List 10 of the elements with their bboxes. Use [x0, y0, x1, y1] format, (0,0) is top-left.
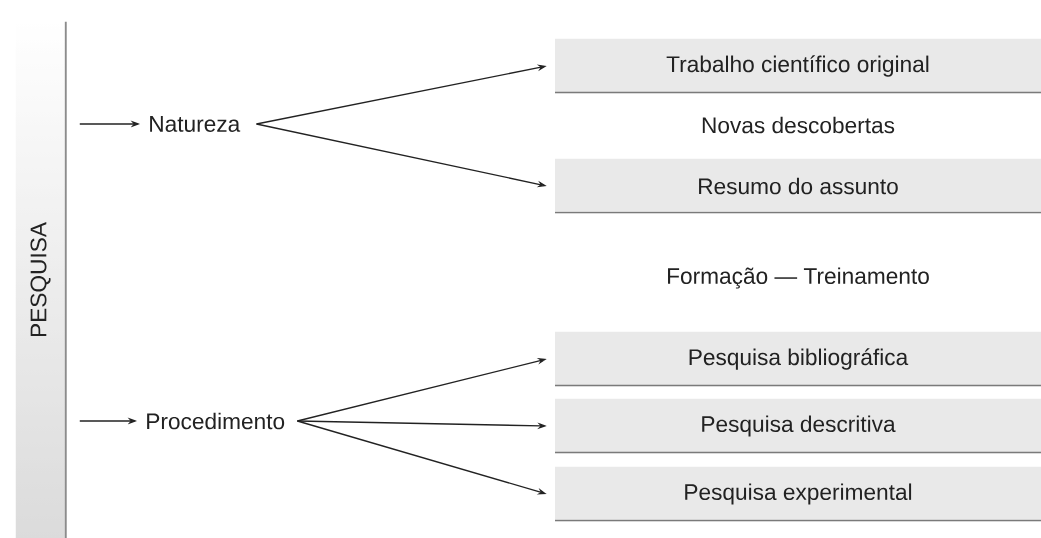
- text-label: Formação — Treinamento: [668, 267, 929, 289]
- category-label: Natureza: [150, 116, 241, 132]
- text-bar: Pesquisa bibliográfica: [555, 331, 1041, 387]
- text-bar: Resumo do assunto: [555, 158, 1041, 214]
- text-bar: Pesquisa experimental: [555, 466, 1041, 522]
- category-label: Procedimento: [147, 412, 285, 430]
- text-bar: Pesquisa descritiva: [555, 398, 1041, 454]
- band: PESQUISA: [30, 20, 67, 538]
- text-bar: Trabalho científico original: [555, 38, 1041, 94]
- text-label: Novas descobertas: [702, 116, 895, 134]
